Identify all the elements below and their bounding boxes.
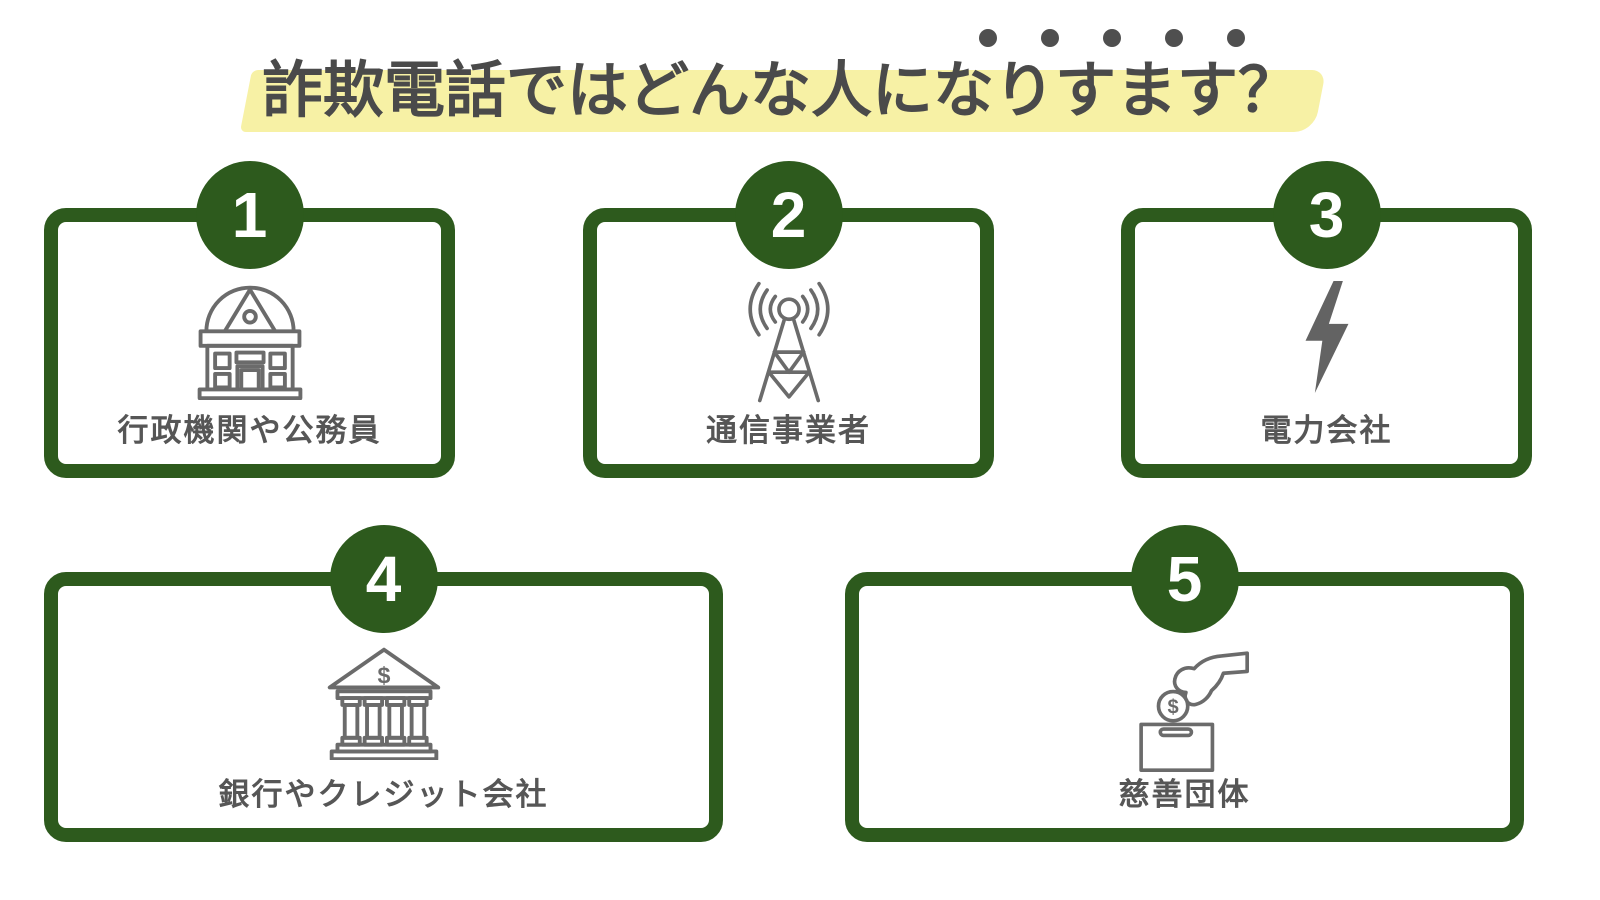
card-label: 電力会社 xyxy=(1260,413,1393,448)
emphasis-dot xyxy=(1041,29,1059,47)
card-number-badge: 3 xyxy=(1272,161,1381,269)
radio-tower-icon xyxy=(737,280,841,406)
emphasis-dot xyxy=(979,29,997,47)
card-number: 4 xyxy=(365,543,402,615)
card-power: 3 電力会社 xyxy=(1121,161,1532,478)
card-number: 5 xyxy=(1166,543,1203,615)
card-label: 銀行やクレジット会社 xyxy=(218,777,549,812)
government-building-icon xyxy=(187,280,313,400)
card-number: 2 xyxy=(770,179,807,251)
bank-icon: $ xyxy=(321,644,447,760)
emphasis-dots xyxy=(979,29,1245,47)
emphasis-dot xyxy=(1165,29,1183,47)
card-number-badge: 4 xyxy=(329,525,438,633)
donation-hand-coin-icon: $ xyxy=(1121,644,1249,772)
card-telecom: 2 通信事業者 xyxy=(583,161,994,478)
card-number: 1 xyxy=(231,179,268,251)
card-label: 行政機関や公務員 xyxy=(117,413,382,448)
dollar-sign: $ xyxy=(377,663,390,689)
emphasis-dot xyxy=(1103,29,1121,47)
lightning-bolt-icon xyxy=(1299,280,1355,394)
card-number: 3 xyxy=(1308,179,1345,251)
card-number-badge: 2 xyxy=(734,161,843,269)
card-number-badge: 5 xyxy=(1130,525,1239,633)
card-government: 1 行政機関や公務員 xyxy=(44,161,455,478)
page-title: 詐欺電話ではどんな人になりすます？ xyxy=(262,56,1300,124)
card-label: 通信事業者 xyxy=(706,413,871,448)
emphasis-dot xyxy=(1227,29,1245,47)
card-charity: 5 $ 慈善団体 xyxy=(845,525,1524,842)
card-number-badge: 1 xyxy=(195,161,304,269)
card-bank: 4 $ 銀行やクレジット会社 xyxy=(44,525,723,842)
card-label: 慈善団体 xyxy=(1118,777,1251,812)
dollar-sign: $ xyxy=(1167,696,1178,718)
